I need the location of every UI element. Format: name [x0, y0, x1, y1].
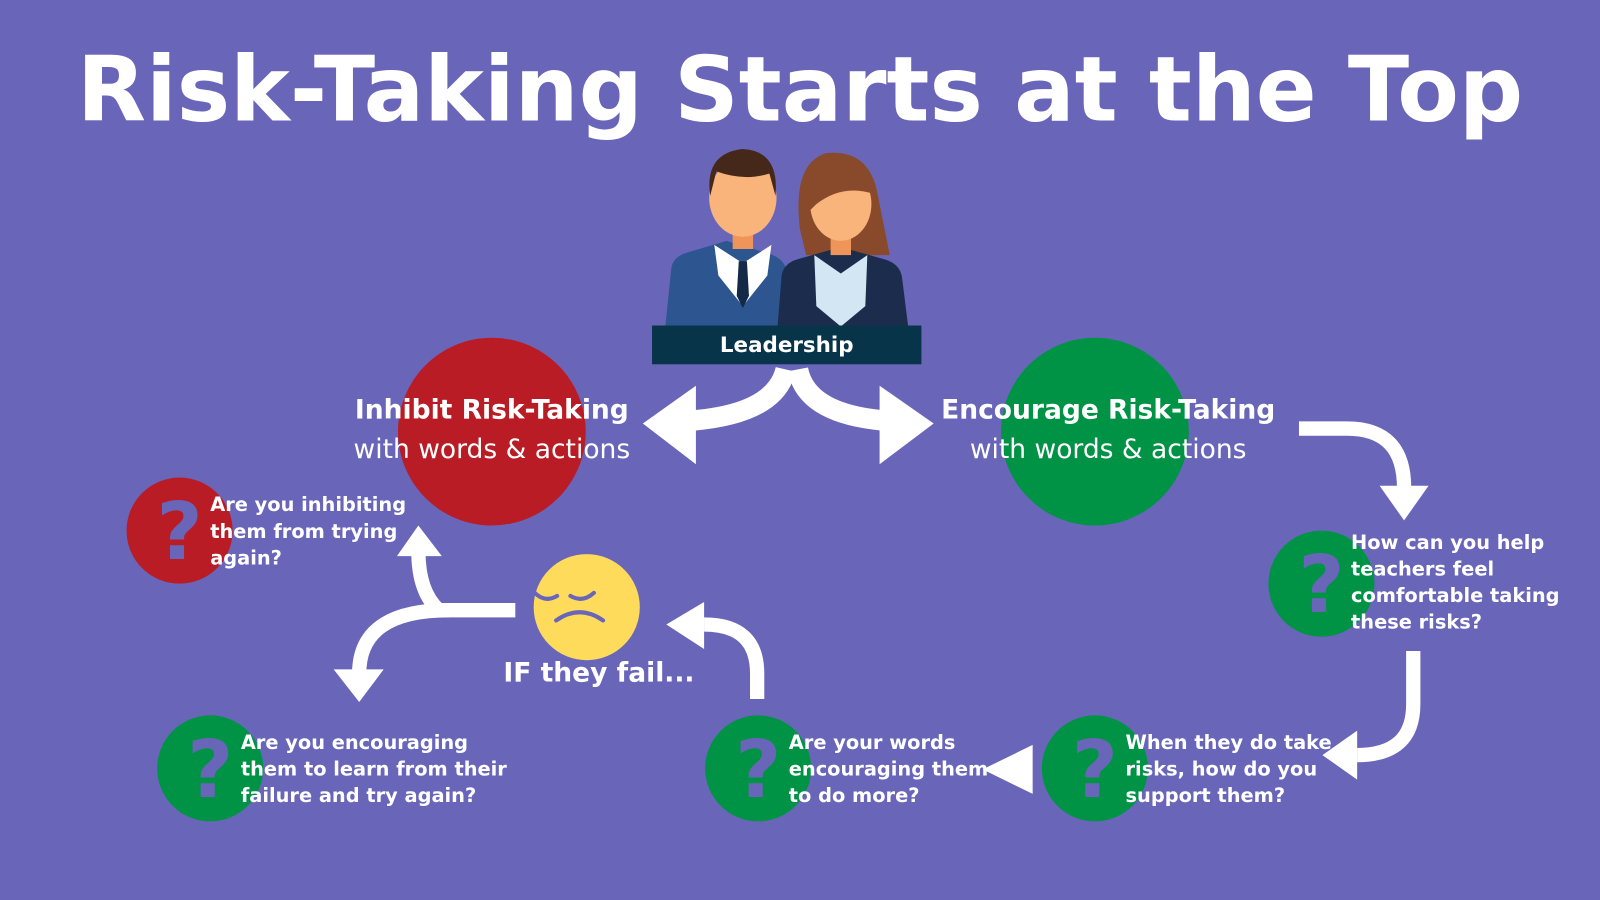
leadership-people-icon — [665, 148, 909, 327]
svg-text:?: ? — [735, 723, 781, 816]
svg-text:?: ? — [1298, 538, 1344, 631]
question-icon — [705, 715, 812, 822]
inhibit-circle — [397, 337, 586, 526]
inhibit-heading: Inhibit Risk-Taking — [355, 394, 629, 425]
inhibit-subtitle: with words & actions — [354, 434, 631, 465]
svg-text:?: ? — [187, 723, 233, 816]
question-icon — [157, 715, 264, 822]
svg-text:risks, how do you: risks, how do you — [1126, 758, 1318, 781]
svg-text:to do more?: to do more? — [789, 784, 920, 807]
svg-text:support them?: support them? — [1126, 784, 1286, 807]
arrow-down-icon — [333, 669, 384, 703]
svg-text:When they do take: When they do take — [1126, 731, 1332, 754]
svg-text:these risks?: these risks? — [1351, 611, 1482, 634]
split-arrows — [692, 366, 884, 431]
arrow-left-icon — [982, 744, 1033, 794]
svg-text:teachers feel: teachers feel — [1351, 558, 1494, 581]
svg-text:them to learn from their: them to learn from their — [241, 758, 507, 781]
leadership-label: Leadership — [720, 333, 854, 358]
question-support: ? When they do take risks, how do you su… — [1041, 715, 1332, 822]
question-icon — [1041, 715, 1148, 822]
svg-text:them from trying: them from trying — [210, 520, 397, 543]
question-words: ? Are your words encouraging them to do … — [705, 715, 988, 822]
question-inhibiting: ? Are you inhibiting them from trying ag… — [126, 477, 406, 584]
sad-face-icon — [532, 554, 640, 661]
svg-text:again?: again? — [210, 546, 282, 569]
arrow-up-icon — [396, 525, 442, 557]
svg-text:encouraging them: encouraging them — [789, 758, 988, 781]
arrow-down-icon — [1379, 485, 1429, 521]
encourage-circle — [1001, 337, 1189, 526]
question-learn: ? Are you encouraging them to learn from… — [157, 715, 507, 822]
arrow-left-icon — [666, 602, 705, 649]
svg-text:How can you help: How can you help — [1351, 531, 1544, 554]
encourage-subtitle: with words & actions — [970, 434, 1247, 465]
svg-text:Are you encouraging: Are you encouraging — [241, 731, 468, 754]
question-help: ? How can you help teachers feel comfort… — [1268, 530, 1560, 637]
question-icon — [1268, 530, 1375, 637]
encourage-heading: Encourage Risk-Taking — [941, 394, 1275, 425]
question-icon — [126, 477, 233, 584]
leadership-banner — [652, 325, 922, 365]
arrow-right-icon — [879, 385, 934, 465]
svg-text:?: ? — [157, 485, 203, 578]
svg-text:Are you inhibiting: Are you inhibiting — [210, 493, 406, 516]
arrow-left-icon — [1322, 730, 1358, 780]
arrow-left-icon — [642, 385, 696, 465]
svg-text:comfortable taking: comfortable taking — [1351, 584, 1560, 607]
page-title: Risk-Taking Starts at the Top — [77, 38, 1523, 142]
svg-text:failure and try again?: failure and try again? — [241, 784, 476, 807]
svg-text:Are your words: Are your words — [789, 731, 956, 754]
fail-label: IF they fail... — [503, 658, 694, 689]
svg-text:?: ? — [1072, 723, 1118, 816]
